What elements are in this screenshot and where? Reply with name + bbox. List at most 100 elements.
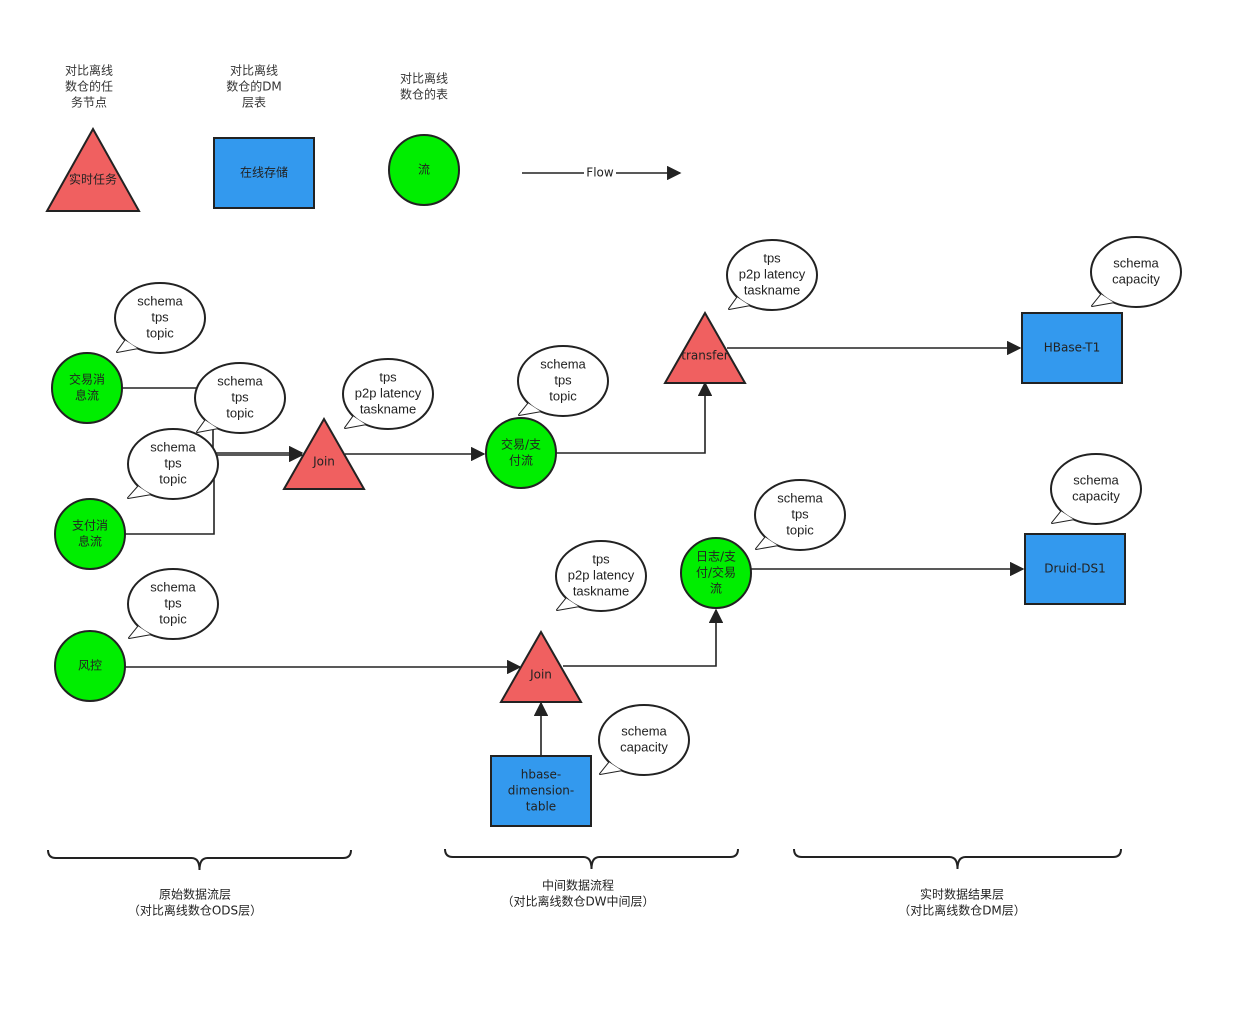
tradepay-stream-node[interactable] — [485, 417, 557, 489]
bubble-hbase-t1-text: schema — [1113, 255, 1159, 270]
bubble-mid-text: topic — [226, 405, 254, 420]
join2-task-node-label: Join — [529, 668, 552, 682]
hbase-dimension-storage-node-label: hbase- — [521, 768, 562, 782]
bubble-join1-text: p2p latency — [355, 385, 422, 400]
join2-task-node[interactable] — [499, 629, 583, 703]
ods-layer-caption: 原始数据流层 — [159, 887, 231, 902]
bubble-join2-text: taskname — [573, 583, 629, 598]
bubble-tradepay-text: topic — [549, 388, 577, 403]
bubble-pay-stream-text: schema — [150, 439, 196, 454]
risk-stream-node[interactable] — [54, 630, 126, 702]
bubble-tradepay-text: schema — [540, 356, 586, 371]
druid-ds1-storage-node[interactable] — [1024, 533, 1126, 605]
hbase-t1-storage-node-label: HBase-T1 — [1044, 341, 1100, 355]
edge-tradepay-to-transfer — [556, 381, 713, 454]
brace-dm-layer — [793, 848, 1122, 870]
risk-stream-node-label: 风控 — [78, 659, 102, 673]
druid-ds1-storage-node-label: Druid-DS1 — [1044, 562, 1106, 576]
legend-storage-rect-label: 在线存储 — [240, 165, 288, 180]
transfer-task-node[interactable] — [663, 310, 747, 384]
bubble-dimension-text: capacity — [620, 739, 668, 754]
bubble-tradepay-text: tps — [554, 372, 572, 387]
bubble-risk-text: schema — [150, 579, 196, 594]
hbase-dimension-storage-node-label: dimension- — [508, 784, 575, 798]
brace-ods-layer — [47, 849, 352, 871]
bubble-mid-text: tps — [231, 389, 249, 404]
legend-flow-label: Flow — [586, 166, 614, 180]
edge-pay-to-join1 — [125, 447, 304, 535]
join1-task-node[interactable] — [282, 416, 366, 490]
legend-task-triangle-label: 实时任务 — [69, 172, 117, 187]
bubble-risk-text: topic — [159, 611, 187, 626]
log-stream-node[interactable] — [680, 537, 752, 609]
pay-stream-node-label: 支付消 — [72, 519, 108, 533]
log-stream-node-label: 日志/支 — [696, 550, 736, 564]
bubble-join2-text: tps — [592, 551, 610, 566]
legend-storage-caption: 层表 — [242, 96, 266, 110]
legend-stream-circle-label: 流 — [418, 163, 430, 177]
ods-layer-caption: （对比离线数仓ODS层） — [128, 903, 262, 918]
bubble-dimension-text: schema — [621, 723, 667, 738]
hbase-dimension-storage-node-label: table — [526, 800, 556, 814]
bubble-join2-text: p2p latency — [568, 567, 635, 582]
legend-storage-rect[interactable] — [213, 137, 315, 209]
legend-stream-circle[interactable] — [388, 134, 460, 206]
bubbles: schematpstopicschematpstopicschematpstop… — [114, 236, 1182, 776]
dw-layer-caption: 中间数据流程 — [542, 878, 614, 893]
legend-stream-caption: 对比离线 — [400, 71, 448, 86]
log-stream-node-label: 付/交易 — [696, 565, 736, 580]
legend-storage-caption: 数仓的DM — [226, 79, 282, 94]
bubble-transfer-text: p2p latency — [739, 266, 806, 281]
legend-task-caption: 对比离线 — [65, 63, 113, 78]
tradepay-stream-node-label: 交易/支 — [501, 437, 541, 452]
bubble-transfer-text: tps — [763, 250, 781, 265]
tradepay-stream-node-label: 付流 — [509, 454, 533, 468]
trade-stream-node[interactable] — [51, 352, 123, 424]
edges — [47, 165, 1122, 871]
bubble-risk-text: tps — [164, 595, 182, 610]
pay-stream-node-label: 息流 — [78, 534, 102, 549]
transfer-task-node-label: transfer — [681, 349, 728, 363]
bubble-transfer-text: taskname — [744, 282, 800, 297]
trade-stream-node-label: 交易消 — [69, 372, 105, 387]
bubble-join1-text: tps — [379, 369, 397, 384]
legend-task-triangle[interactable] — [45, 126, 141, 212]
shapes — [45, 126, 1126, 827]
legend-stream-caption: 数仓的表 — [400, 87, 448, 102]
bubble-hbase-t1-text: capacity — [1112, 271, 1160, 286]
bubble-pay-stream-text: topic — [159, 471, 187, 486]
bubble-trade-stream-text: topic — [146, 325, 174, 340]
bubble-mid-text: schema — [217, 373, 263, 388]
legend-storage-caption: 对比离线 — [230, 63, 278, 78]
dw-layer-caption: （对比离线数仓DW中间层） — [501, 894, 654, 909]
legend-task-caption: 数仓的任 — [65, 79, 113, 94]
trade-stream-node-label: 息流 — [75, 388, 99, 403]
brace-dw-layer — [444, 848, 739, 870]
hbase-t1-storage-node[interactable] — [1021, 312, 1123, 384]
bubble-druid-text: schema — [1073, 472, 1119, 487]
dm-layer-caption: （对比离线数仓DM层） — [898, 903, 1026, 918]
hbase-dimension-storage-node[interactable] — [490, 755, 592, 827]
bubble-trade-stream-text: tps — [151, 309, 169, 324]
edge-join2-to-log — [563, 608, 724, 667]
bubble-trade-stream-text: schema — [137, 293, 183, 308]
legend-task-caption: 务节点 — [71, 95, 107, 110]
pay-stream-node[interactable] — [54, 498, 126, 570]
legend-flow-label-bg — [584, 164, 616, 182]
dm-layer-caption: 实时数据结果层 — [920, 887, 1004, 902]
bubble-log-text: schema — [777, 490, 823, 505]
bubble-log-text: topic — [786, 522, 814, 537]
bubble-pay-stream-text: tps — [164, 455, 182, 470]
